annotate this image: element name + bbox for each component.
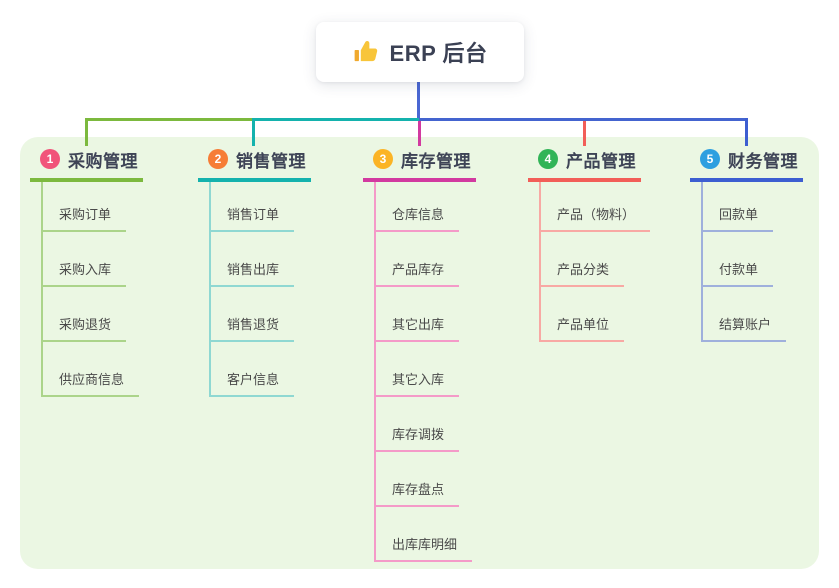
child-node-supplier-info[interactable]: 供应商信息 [41,369,140,397]
child-node-product-stock[interactable]: 产品库存 [374,259,460,287]
branch-child-rail [539,182,541,340]
branch-child-rail [209,182,211,395]
topic-node-purchase[interactable]: 1 采购管理 [30,148,143,182]
child-node-customer-info[interactable]: 客户信息 [209,369,295,397]
child-node-inout-detail[interactable]: 出库库明细 [374,534,473,562]
root-connector-line [417,82,420,119]
branch-number-badge: 4 [538,149,558,169]
branch-finance-management: 5 财务管理 回款单 付款单 结算账户 [690,148,803,342]
child-node-sales-order[interactable]: 销售订单 [209,204,295,232]
branch1-drop-line [85,118,88,146]
connector-segment-mid [253,118,419,121]
child-node-sales-outbound[interactable]: 销售出库 [209,259,295,287]
branch-purchase-management: 1 采购管理 采购订单 采购入库 采购退货 供应商信息 [30,148,143,397]
branch4-drop-line [583,121,586,146]
branch-child-rail [701,182,703,340]
child-node-purchase-inbound[interactable]: 采购入库 [41,259,127,287]
branch2-drop-line [252,118,255,146]
branch-child-rail [374,182,376,560]
topic-label: 采购管理 [68,151,138,171]
branch-product-management: 4 产品管理 产品（物料） 产品分类 产品单位 [528,148,651,342]
branch-number-badge: 5 [700,149,720,169]
child-node-other-inbound[interactable]: 其它入库 [374,369,460,397]
root-node-label: ERP 后台 [389,41,488,66]
topic-label: 销售管理 [236,151,306,171]
branch-inventory-management: 3 库存管理 仓库信息 产品库存 其它出库 其它入库 库存调拨 库存盘点 出库库… [363,148,476,562]
thumbs-up-icon [354,40,377,62]
child-node-product-category[interactable]: 产品分类 [539,259,625,287]
branch5-drop-line [745,118,748,146]
connector-segment-right [419,118,747,121]
child-node-payment-bill[interactable]: 付款单 [701,259,774,287]
branch-number-badge: 2 [208,149,228,169]
child-node-sales-return[interactable]: 销售退货 [209,314,295,342]
child-node-stock-count[interactable]: 库存盘点 [374,479,460,507]
child-node-warehouse-info[interactable]: 仓库信息 [374,204,460,232]
topic-label: 产品管理 [566,151,636,171]
child-node-purchase-return[interactable]: 采购退货 [41,314,127,342]
child-node-other-outbound[interactable]: 其它出库 [374,314,460,342]
branch-number-badge: 3 [373,149,393,169]
topic-label: 库存管理 [401,151,471,171]
topic-label: 财务管理 [728,151,798,171]
topic-node-product[interactable]: 4 产品管理 [528,148,641,182]
child-node-receipt-bill[interactable]: 回款单 [701,204,774,232]
child-node-product-material[interactable]: 产品（物料） [539,204,651,232]
topic-node-sales[interactable]: 2 销售管理 [198,148,311,182]
child-node-purchase-order[interactable]: 采购订单 [41,204,127,232]
branch-child-rail [41,182,43,395]
branch-number-badge: 1 [40,149,60,169]
root-node-erp[interactable]: ERP 后台 [316,22,524,82]
child-node-stock-transfer[interactable]: 库存调拨 [374,424,460,452]
branches-background-panel [20,137,819,569]
child-node-settlement-account[interactable]: 结算账户 [701,314,787,342]
branch3-drop-line [418,121,421,146]
connector-segment-left [85,118,253,121]
topic-node-finance[interactable]: 5 财务管理 [690,148,803,182]
topic-node-inventory[interactable]: 3 库存管理 [363,148,476,182]
child-node-product-unit[interactable]: 产品单位 [539,314,625,342]
branch-sales-management: 2 销售管理 销售订单 销售出库 销售退货 客户信息 [198,148,311,397]
